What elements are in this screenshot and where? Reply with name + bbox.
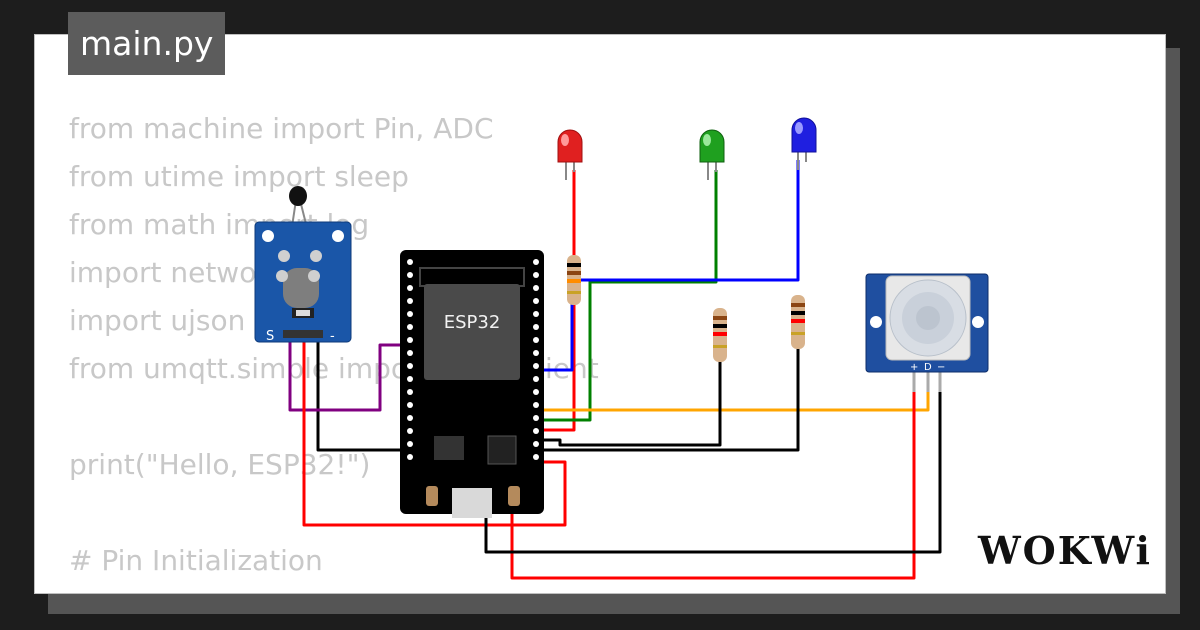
code-preview: from machine import Pin, ADC from utime … xyxy=(69,105,599,585)
wire-black xyxy=(540,345,800,452)
pir-motion-sensor[interactable]: + D − xyxy=(865,273,989,392)
filename-tab[interactable]: main.py xyxy=(68,12,226,75)
pir-pin-gnd-label: − xyxy=(937,362,945,373)
wire-orange xyxy=(540,370,930,412)
pir-pin-data-label: D xyxy=(924,362,932,373)
resistor[interactable] xyxy=(567,255,581,305)
wire-purple xyxy=(288,340,410,412)
code-line: from machine import Pin, ADC xyxy=(69,112,494,145)
wire-green xyxy=(540,170,718,422)
wire-black xyxy=(540,360,722,447)
sensor-pin-minus-label: - xyxy=(330,329,335,344)
resistor[interactable] xyxy=(713,308,727,362)
esp32-chip-label: ESP32 xyxy=(444,312,501,333)
code-line: print("Hello, ESP32!") xyxy=(69,448,371,481)
pir-pin-vcc-label: + xyxy=(910,362,918,373)
led-red[interactable] xyxy=(557,129,583,180)
code-line: import ujson xyxy=(69,304,246,337)
esp32-board[interactable]: ESP32 xyxy=(400,250,544,518)
wire-black xyxy=(316,340,410,452)
sensor-pin-s-label: S xyxy=(266,329,274,344)
wokwi-logo: WOKWi xyxy=(978,528,1152,573)
resistor[interactable] xyxy=(791,295,805,349)
led-green[interactable] xyxy=(699,129,725,180)
code-line: from utime import sleep xyxy=(69,160,409,193)
temperature-sensor-module[interactable]: S - xyxy=(254,186,352,344)
code-line: # Pin Initialization xyxy=(69,544,323,577)
led-blue[interactable] xyxy=(791,117,817,170)
